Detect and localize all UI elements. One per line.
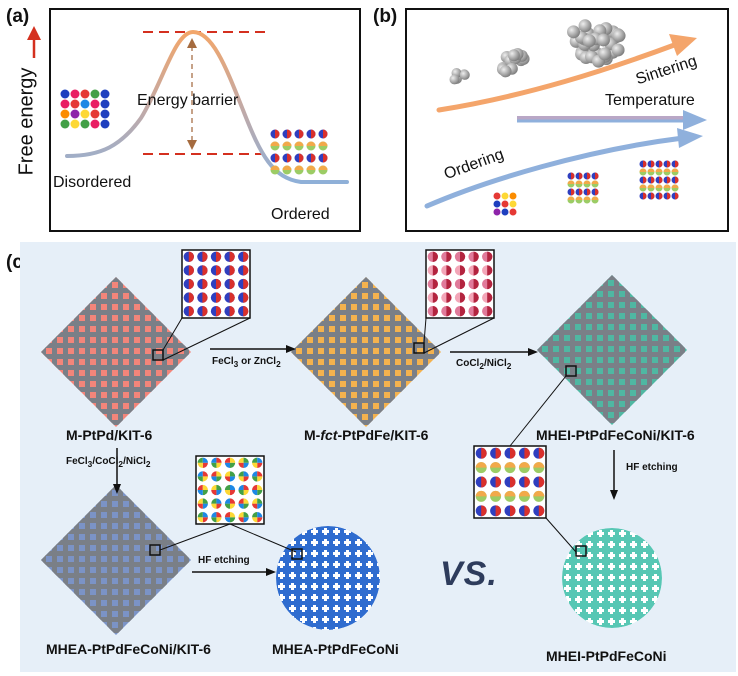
- step1-arrow: [210, 345, 296, 353]
- large-particle-cluster-icon: [567, 19, 626, 68]
- panel-b-label: (b): [373, 6, 398, 27]
- ordered-label: Ordered: [271, 206, 330, 223]
- mhea-disk-zoom-box: [291, 548, 303, 560]
- mhea-disk: [276, 526, 380, 630]
- mhei-kit6-label: MHEI-PtPdFeCoNi/KIT-6: [536, 427, 695, 443]
- step2-arrow: [450, 348, 538, 356]
- sintering-arrow: [436, 41, 680, 113]
- ordering-arrow: [424, 135, 686, 209]
- m-fct-mesh: [291, 277, 441, 427]
- hf-etching-label-2: HF etching: [626, 462, 678, 473]
- m-fct-ptpdfe-kit6-label: M-fct-PtPdFe/KIT-6: [304, 427, 429, 443]
- small-ordered-lattice-icon: [493, 192, 517, 216]
- step2-reagent-label: CoCl2/NiCl2: [456, 358, 512, 371]
- energy-diagram: [60, 29, 349, 184]
- mhea-kit-mesh: [41, 485, 191, 635]
- fct-lattice-inset: [425, 249, 495, 319]
- small-particle-cluster-icon: [449, 68, 470, 85]
- panel-b: Sintering Temperature Ordering: [405, 8, 729, 232]
- mhei-lattice-inset: [473, 445, 547, 519]
- step3-arrow: [113, 448, 121, 494]
- m-ptpd-mesh: [41, 277, 191, 427]
- temperature-label: Temperature: [605, 92, 695, 109]
- panel-a-label: (a): [6, 6, 30, 27]
- step1-reagent-label: FeCl3 or ZnCl2: [212, 356, 281, 369]
- sintering-ordering-diagram: [424, 19, 707, 216]
- versus-label: VS.: [440, 555, 498, 593]
- ptpd-zoom-box: [152, 349, 164, 361]
- energy-barrier-label: Energy barrier: [137, 92, 239, 109]
- mhei-zoom-box: [565, 365, 577, 377]
- hf-etching-arrow-2: [610, 450, 618, 500]
- mhei-kit-mesh: [537, 275, 687, 425]
- medium-ordered-lattice-icon: [567, 172, 599, 204]
- hf-etching-arrow-1: [192, 568, 276, 576]
- medium-particle-cluster-icon: [496, 47, 530, 78]
- mhea-lattice-inset: [195, 455, 265, 525]
- mhei-label: MHEI-PtPdFeCoNi: [546, 648, 667, 664]
- ordered-lattice-icon: [270, 129, 328, 175]
- ptpd-lattice-inset: [181, 249, 251, 319]
- disordered-lattice-icon: [60, 89, 110, 129]
- disordered-label: Disordered: [53, 174, 132, 191]
- fct-zoom-box: [413, 342, 425, 354]
- panel-a: Energy barrier Disordered Ordered: [49, 8, 361, 232]
- step3-reagent-label: FeCl3/CoCl2/NiCl2: [66, 456, 151, 469]
- m-ptpd-kit6-label: M-PtPd/KIT-6: [66, 427, 153, 443]
- mhei-disk-zoom-box: [575, 545, 587, 557]
- energy-curve: [65, 29, 349, 184]
- mhea-label: MHEA-PtPdFeCoNi: [272, 641, 399, 657]
- mhea-kit6-label: MHEA-PtPdFeCoNi/KIT-6: [46, 641, 211, 657]
- hf-etching-label-1: HF etching: [198, 555, 250, 566]
- large-ordered-lattice-icon: [639, 160, 679, 200]
- mhei-disk: [562, 528, 662, 628]
